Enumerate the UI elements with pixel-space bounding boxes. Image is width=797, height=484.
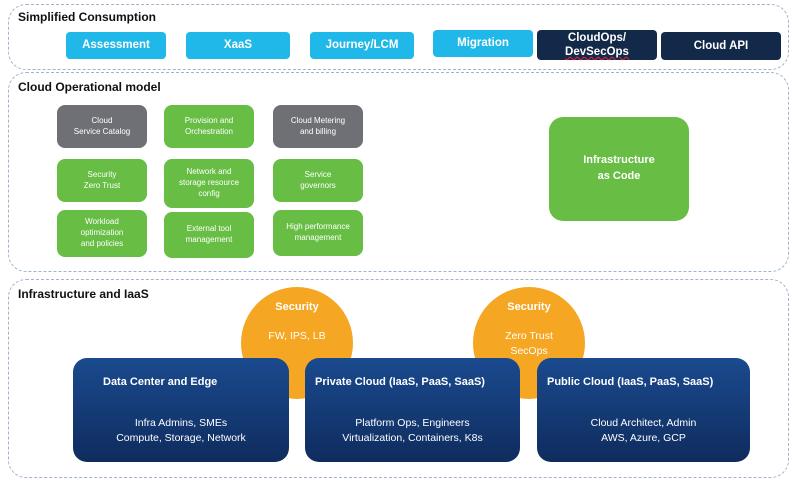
cloud-operational-model-title: Cloud Operational model xyxy=(18,80,161,94)
infrastructure-iaas-title: Infrastructure and IaaS xyxy=(18,287,149,301)
xaas-button[interactable]: XaaS xyxy=(186,32,290,59)
security-circle-left-title: Security xyxy=(275,301,319,313)
private-cloud-title: Private Cloud (IaaS, PaaS, SaaS) xyxy=(315,376,485,388)
assessment-button[interactable]: Assessment xyxy=(66,32,166,59)
simplified-consumption-title: Simplified Consumption xyxy=(18,10,156,24)
cloudops-label: CloudOps/ xyxy=(567,31,627,44)
security-circle-right-title: Security xyxy=(507,301,551,313)
journey-lcm-button[interactable]: Journey/LCM xyxy=(310,32,414,59)
public-cloud-box: Public Cloud (IaaS, PaaS, SaaS) Cloud Ar… xyxy=(537,358,750,462)
data-center-edge-title: Data Center and Edge xyxy=(103,376,218,388)
zero-trust-label: Zero Trust xyxy=(505,330,553,342)
security-circle-left-body: FW, IPS, LB xyxy=(268,330,326,342)
private-cloud-box: Private Cloud (IaaS, PaaS, SaaS) Platfor… xyxy=(305,358,520,462)
devsecops-label: DevSecOps xyxy=(565,46,629,58)
public-cloud-title: Public Cloud (IaaS, PaaS, SaaS) xyxy=(547,376,714,388)
cloud-api-button[interactable]: Cloud API xyxy=(661,32,781,60)
migration-button[interactable]: Migration xyxy=(433,30,533,57)
cloudops-devsecops-button[interactable]: CloudOps/ DevSecOps xyxy=(537,30,657,60)
secops-label: SecOps xyxy=(510,344,548,357)
